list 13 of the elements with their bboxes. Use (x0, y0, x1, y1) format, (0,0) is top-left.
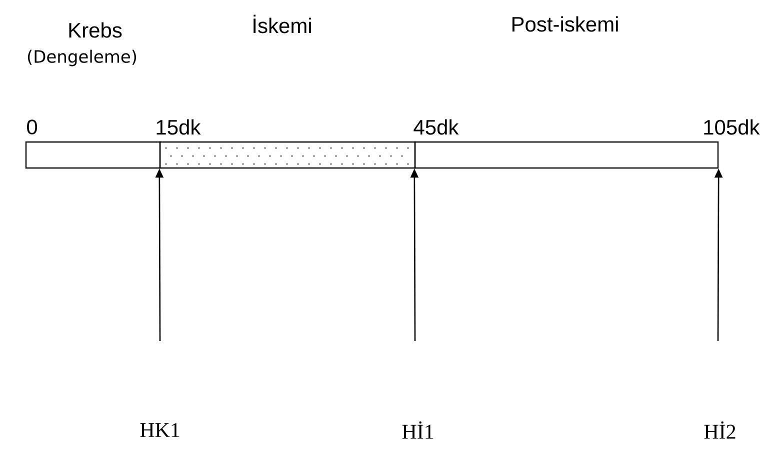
phase-label: Post-iskemi (512, 16, 618, 32)
measurement-label: HK1 (140, 423, 180, 437)
phase-label: (Dengeleme) (28, 50, 136, 66)
time-label: 105dk (704, 119, 760, 135)
phase-label: İskemi (254, 14, 311, 34)
measurement-label: Hİ2 (704, 421, 736, 439)
bar-segment (25, 141, 161, 169)
time-label: 45dk (414, 119, 459, 135)
dotted-bar-segment (159, 141, 416, 169)
measurement-label: Hİ1 (402, 421, 434, 439)
time-label: 15dk (156, 119, 201, 135)
bar-segment (414, 141, 719, 169)
phase-label: Krebs (69, 22, 122, 38)
